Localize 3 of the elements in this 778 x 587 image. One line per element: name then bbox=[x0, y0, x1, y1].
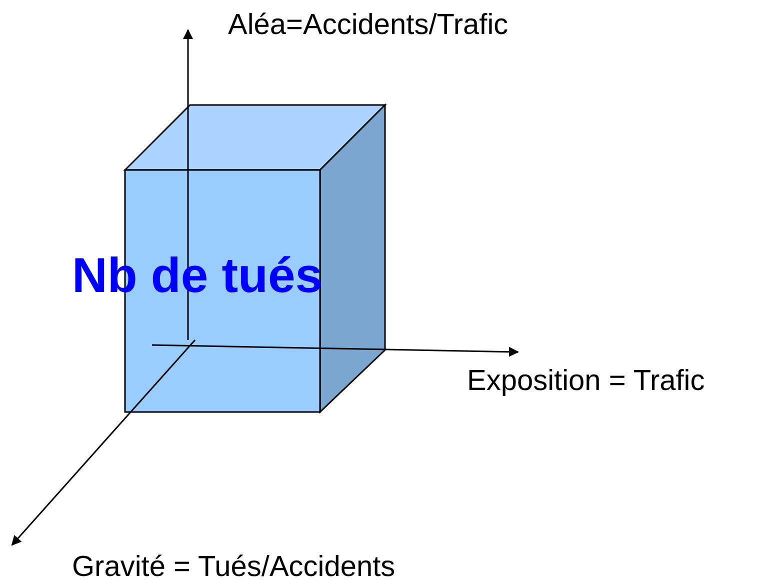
axis-label: Exposition = Trafic bbox=[467, 367, 705, 396]
axis-label: Gravité = Tués/Accidents bbox=[72, 553, 396, 582]
axis-label: Aléa=Accidents/Trafic bbox=[228, 11, 508, 40]
